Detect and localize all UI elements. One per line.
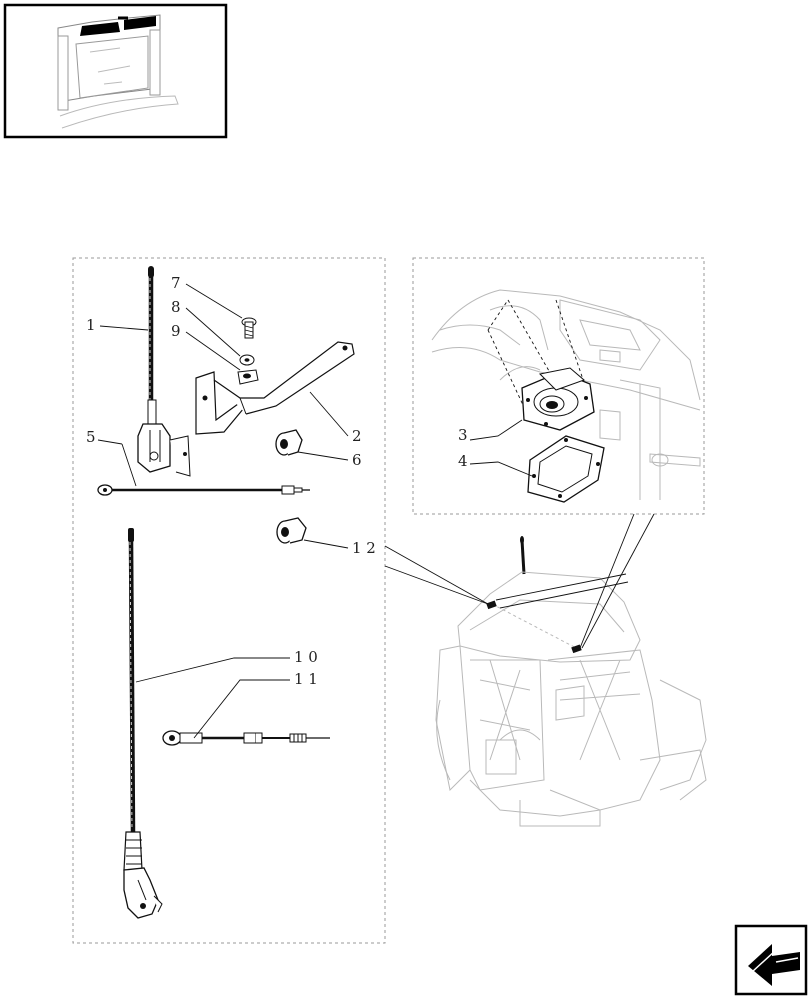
bracket-part-2: [195, 341, 355, 435]
callout-labels: 1 7 8 9 2 6 5 1 2 1 0 1 1 3 4: [86, 274, 468, 688]
cab-overview-view: [384, 513, 707, 827]
callout-3: 3: [458, 426, 468, 444]
cab-thumbnail-icon[interactable]: [3, 3, 228, 139]
antenna-part-1: [137, 266, 191, 477]
callout-12: 1 2: [352, 539, 376, 557]
detail-view-frame: [412, 257, 705, 515]
callout-4: 4: [458, 452, 468, 470]
roof-detail-view: [431, 289, 701, 503]
washer-part-8: [239, 354, 255, 366]
callout-8: 8: [171, 298, 181, 316]
grommet-part-12: [276, 517, 307, 544]
callout-7: 7: [171, 274, 181, 292]
exploded-view-frame: [72, 257, 386, 944]
antenna-cable-part-5: [97, 484, 310, 496]
callout-6: 6: [352, 451, 362, 469]
grommet-part-6: [275, 429, 303, 456]
callout-1: 1: [86, 316, 96, 334]
antenna-cable-part-11: [162, 730, 330, 746]
next-page-arrow-icon[interactable]: [734, 924, 808, 996]
leader-lines: [97, 283, 349, 739]
callout-10: 1 0: [294, 648, 318, 666]
nut-part-9: [237, 369, 259, 385]
callout-5: 5: [86, 428, 96, 446]
screw-part-7: [241, 317, 257, 339]
callout-2: 2: [352, 427, 362, 445]
callout-9: 9: [171, 322, 181, 340]
callout-11: 1 1: [294, 670, 318, 688]
long-antenna-part-10: [123, 528, 163, 919]
